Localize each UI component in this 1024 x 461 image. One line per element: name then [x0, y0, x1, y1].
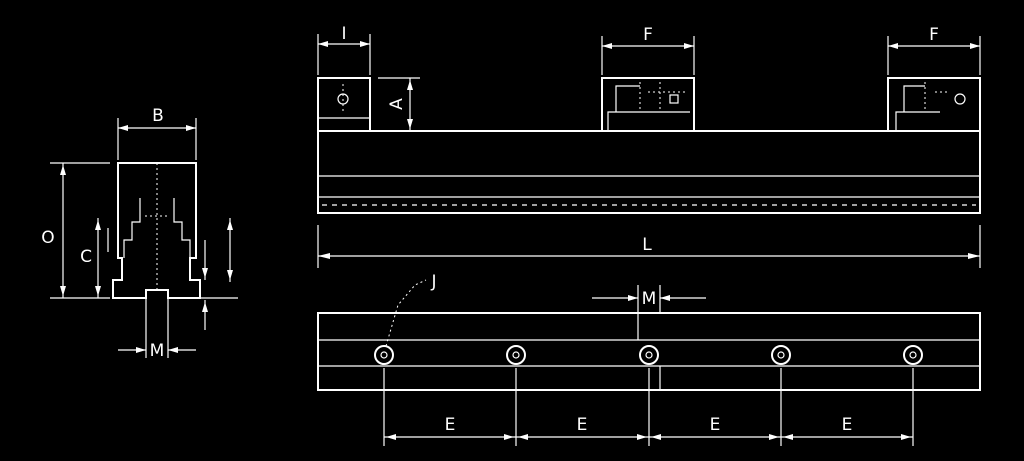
dim-m-label: M: [150, 341, 165, 361]
mounting-hole: [506, 345, 526, 365]
dim-f2-label: F: [929, 25, 939, 45]
dim-j-label: J: [430, 272, 436, 292]
dim-e2-label: E: [577, 415, 588, 435]
right-jaw: [887, 77, 981, 132]
dim-o-label: O: [41, 228, 54, 248]
dim-e4-label: E: [842, 415, 853, 435]
mounting-hole: [771, 345, 791, 365]
mounting-hole: [639, 345, 659, 365]
end-view: B O C M: [41, 106, 238, 361]
dim-j-leader: [385, 279, 427, 347]
mounting-hole: [903, 345, 923, 365]
mounting-hole: [374, 345, 394, 365]
dim-c-label: C: [80, 247, 92, 267]
front-view-body: [317, 130, 981, 214]
dim-m2-label: M: [642, 289, 657, 309]
bottom-view: J M E E E E: [317, 272, 981, 446]
dim-e3-label: E: [710, 415, 721, 435]
dim-i-label: I: [341, 24, 346, 44]
end-view-profile: [112, 162, 201, 299]
front-view: I A F F L: [317, 24, 981, 268]
dim-f1-label: F: [643, 25, 653, 45]
middle-jaw: [601, 77, 695, 132]
dim-l-label: L: [642, 235, 652, 255]
end-view-inner: [123, 198, 191, 258]
dim-a-label: A: [387, 98, 407, 110]
left-jaw: [317, 77, 371, 132]
dim-e1-label: E: [445, 415, 456, 435]
dim-b-label: B: [152, 106, 164, 126]
